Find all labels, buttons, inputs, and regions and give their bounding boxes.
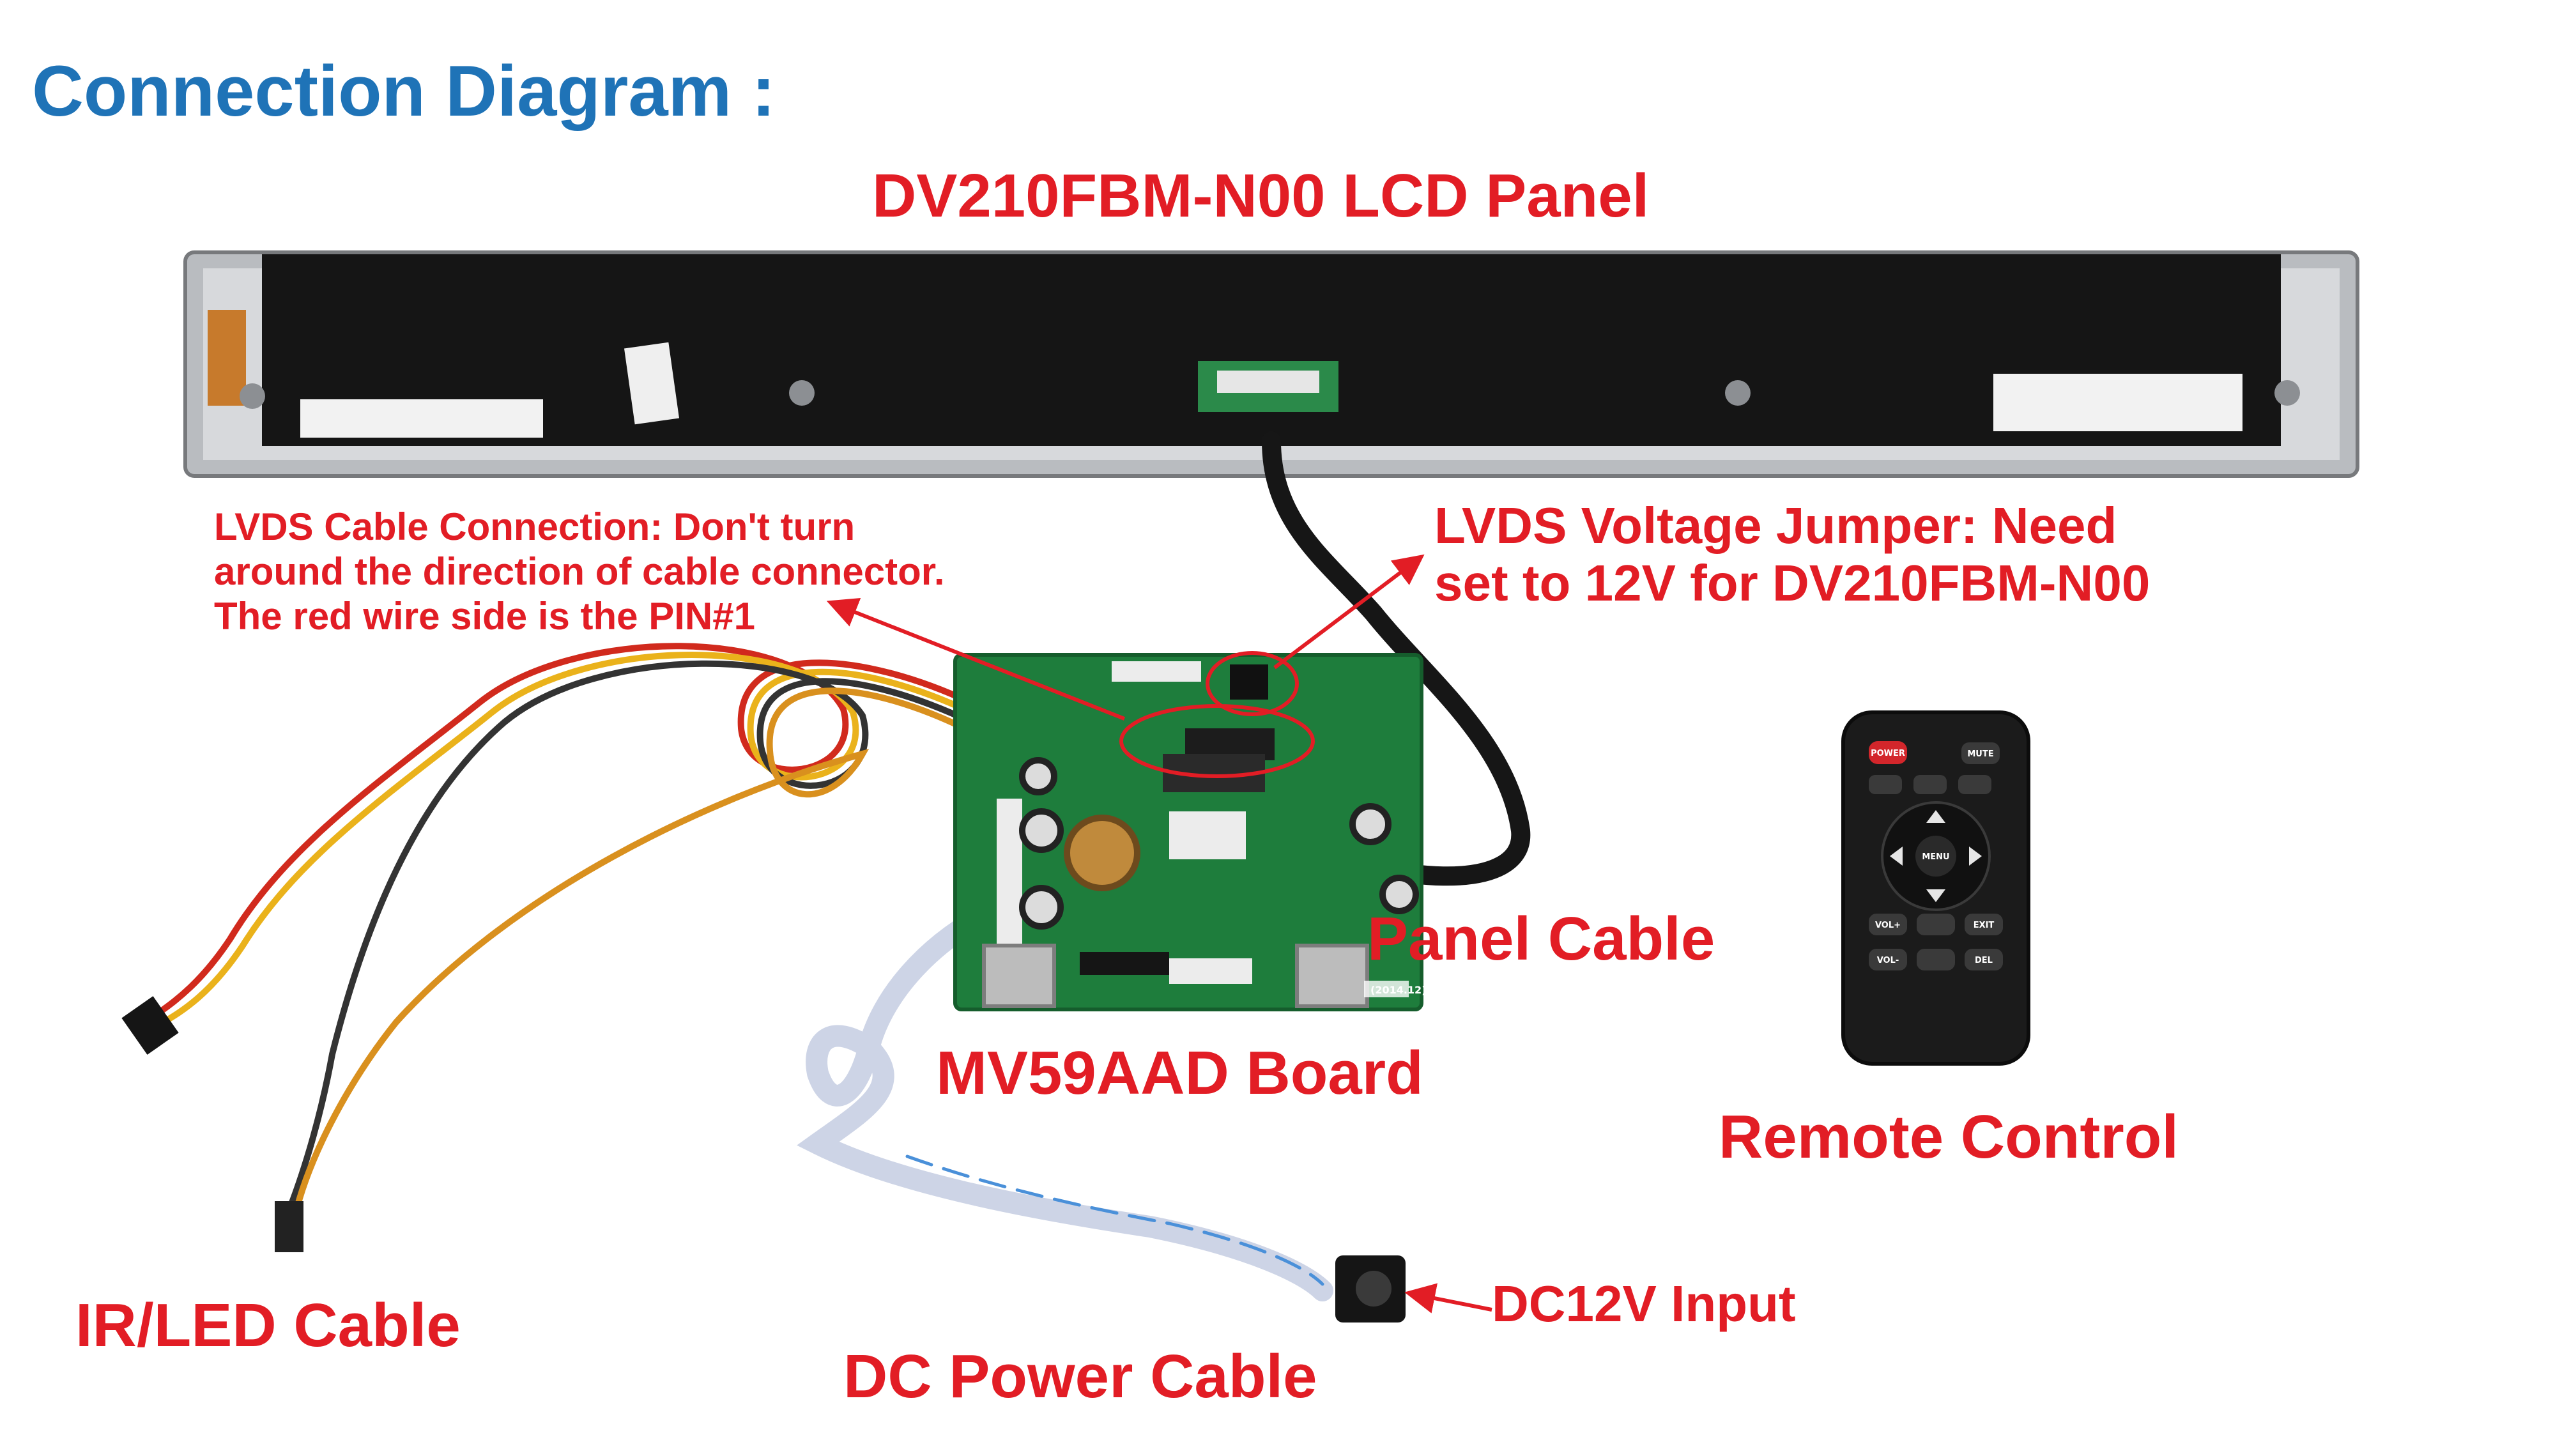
remote-control: POWER MUTE MENU VOL+ EXIT VOL- DEL — [1841, 710, 2030, 1066]
cables — [121, 431, 1531, 1322]
lvds-connector-highlight-circle — [1119, 704, 1315, 778]
remote-mute-button — [1961, 742, 2000, 764]
ir-led-cable-black — [284, 660, 974, 1217]
board-label: MV59AAD Board — [936, 1039, 1423, 1107]
capacitor — [1379, 875, 1419, 914]
lcd-panel-black-film — [262, 254, 2281, 446]
remote-exit-label: EXIT — [1974, 921, 1995, 930]
pcb-white-connector — [1112, 661, 1201, 682]
remote-button — [1917, 914, 1955, 935]
lcd-panel-screw — [2274, 380, 2300, 406]
lvds-jumper-arrow — [1273, 554, 1425, 670]
remote-vol-down-button — [1869, 949, 1907, 970]
lcd-panel-screw — [789, 380, 815, 406]
pcb-white-connector — [1169, 958, 1252, 984]
pcb-left-header — [997, 799, 1022, 946]
remote-dpad-left-icon — [1890, 847, 1903, 866]
lcd-panel-screw — [240, 383, 265, 409]
ir-led-cable-yellow — [150, 652, 974, 1032]
remote-button — [1869, 775, 1902, 794]
ir-led-cable-orange — [291, 687, 974, 1223]
mv59aad-board — [953, 653, 1423, 1011]
lcd-panel-left-label — [300, 399, 543, 438]
remote-button — [1913, 775, 1947, 794]
remote-power-label: POWER — [1871, 749, 1905, 758]
remote-exit-button — [1965, 914, 2003, 935]
board-date-marking: (2014.12) — [1370, 984, 1427, 996]
pcb-white-connector — [1169, 811, 1246, 859]
remote-dpad-up-icon — [1926, 810, 1945, 823]
usb-port — [1295, 944, 1369, 1008]
lcd-panel-sticker — [624, 342, 680, 425]
lcd-panel — [183, 250, 2359, 478]
remote-menu-label: MENU — [1922, 852, 1949, 862]
capacitor — [1019, 757, 1057, 795]
lvds-connection-note-line: LVDS Cable Connection: Don't turn — [214, 505, 855, 548]
remote-vol-up-button — [1869, 914, 1907, 935]
dc-power-cable-stripe — [905, 1154, 1324, 1286]
lvds-jumper-note-line: set to 12V for DV210FBM-N00 — [1434, 555, 2150, 611]
dc12v-input-arrow — [1404, 1283, 1492, 1314]
capacitor — [1019, 885, 1064, 930]
remote-control-label: Remote Control — [1719, 1103, 2179, 1171]
remote-vol-down-label: VOL- — [1877, 956, 1899, 965]
remote-del-label: DEL — [1975, 956, 1993, 965]
dc-power-cable-label: DC Power Cable — [843, 1342, 1317, 1411]
usb-port — [982, 944, 1056, 1008]
dc-jack-hole — [1356, 1271, 1392, 1307]
lcd-panel-right-label — [1993, 374, 2242, 431]
remote-dpad-down-icon — [1926, 889, 1945, 902]
ir-led-cable-label: IR/LED Cable — [75, 1291, 461, 1360]
lvds-connection-note: LVDS Cable Connection: Don't turn around… — [214, 505, 945, 639]
capacitor — [1349, 803, 1392, 845]
remote-dpad-right-icon — [1969, 847, 1982, 866]
jumper-highlight-circle — [1206, 651, 1299, 716]
lvds-jumper-note: LVDS Voltage Jumper: Need set to 12V for… — [1434, 497, 2150, 612]
pcb-white-marking — [1364, 981, 1409, 997]
remote-mute-label: MUTE — [1967, 749, 1993, 759]
inductor — [1064, 815, 1140, 891]
panel-cable-label: Panel Cable — [1367, 905, 1715, 973]
remote-button — [1917, 949, 1955, 970]
lvds-connection-note-line: The red wire side is the PIN#1 — [214, 595, 755, 638]
remote-button — [1958, 775, 1991, 794]
lcd-panel-connector-plug — [1217, 371, 1319, 393]
led-head — [275, 1201, 303, 1252]
callouts — [826, 554, 1492, 1314]
pin-header — [1080, 952, 1169, 975]
ir-receiver-head — [121, 996, 179, 1055]
lvds-connection-arrow — [826, 597, 1126, 721]
lcd-panel-label: DV210FBM-N00 LCD Panel — [872, 162, 1650, 230]
remote-power-button — [1869, 741, 1907, 764]
dc-power-cable-ribbon — [797, 903, 1333, 1301]
lvds-jumper-note-line: LVDS Voltage Jumper: Need — [1434, 497, 2117, 554]
diagram-title: Connection Diagram : — [32, 51, 776, 131]
remote-del-button — [1965, 949, 2003, 970]
lcd-panel-screw — [1725, 380, 1751, 406]
remote-menu-button — [1915, 836, 1956, 877]
ir-led-cable-red — [144, 643, 974, 1025]
panel-lvds-cable — [1255, 431, 1531, 886]
capacitor — [1019, 808, 1064, 853]
pcb-jumper — [1230, 664, 1268, 700]
lcd-panel-orange-flex — [208, 310, 246, 406]
remote-vol-up-label: VOL+ — [1875, 921, 1901, 930]
dc12v-input-label: DC12V Input — [1492, 1275, 1796, 1332]
lvds-connection-note-line: around the direction of cable connector. — [214, 550, 945, 593]
